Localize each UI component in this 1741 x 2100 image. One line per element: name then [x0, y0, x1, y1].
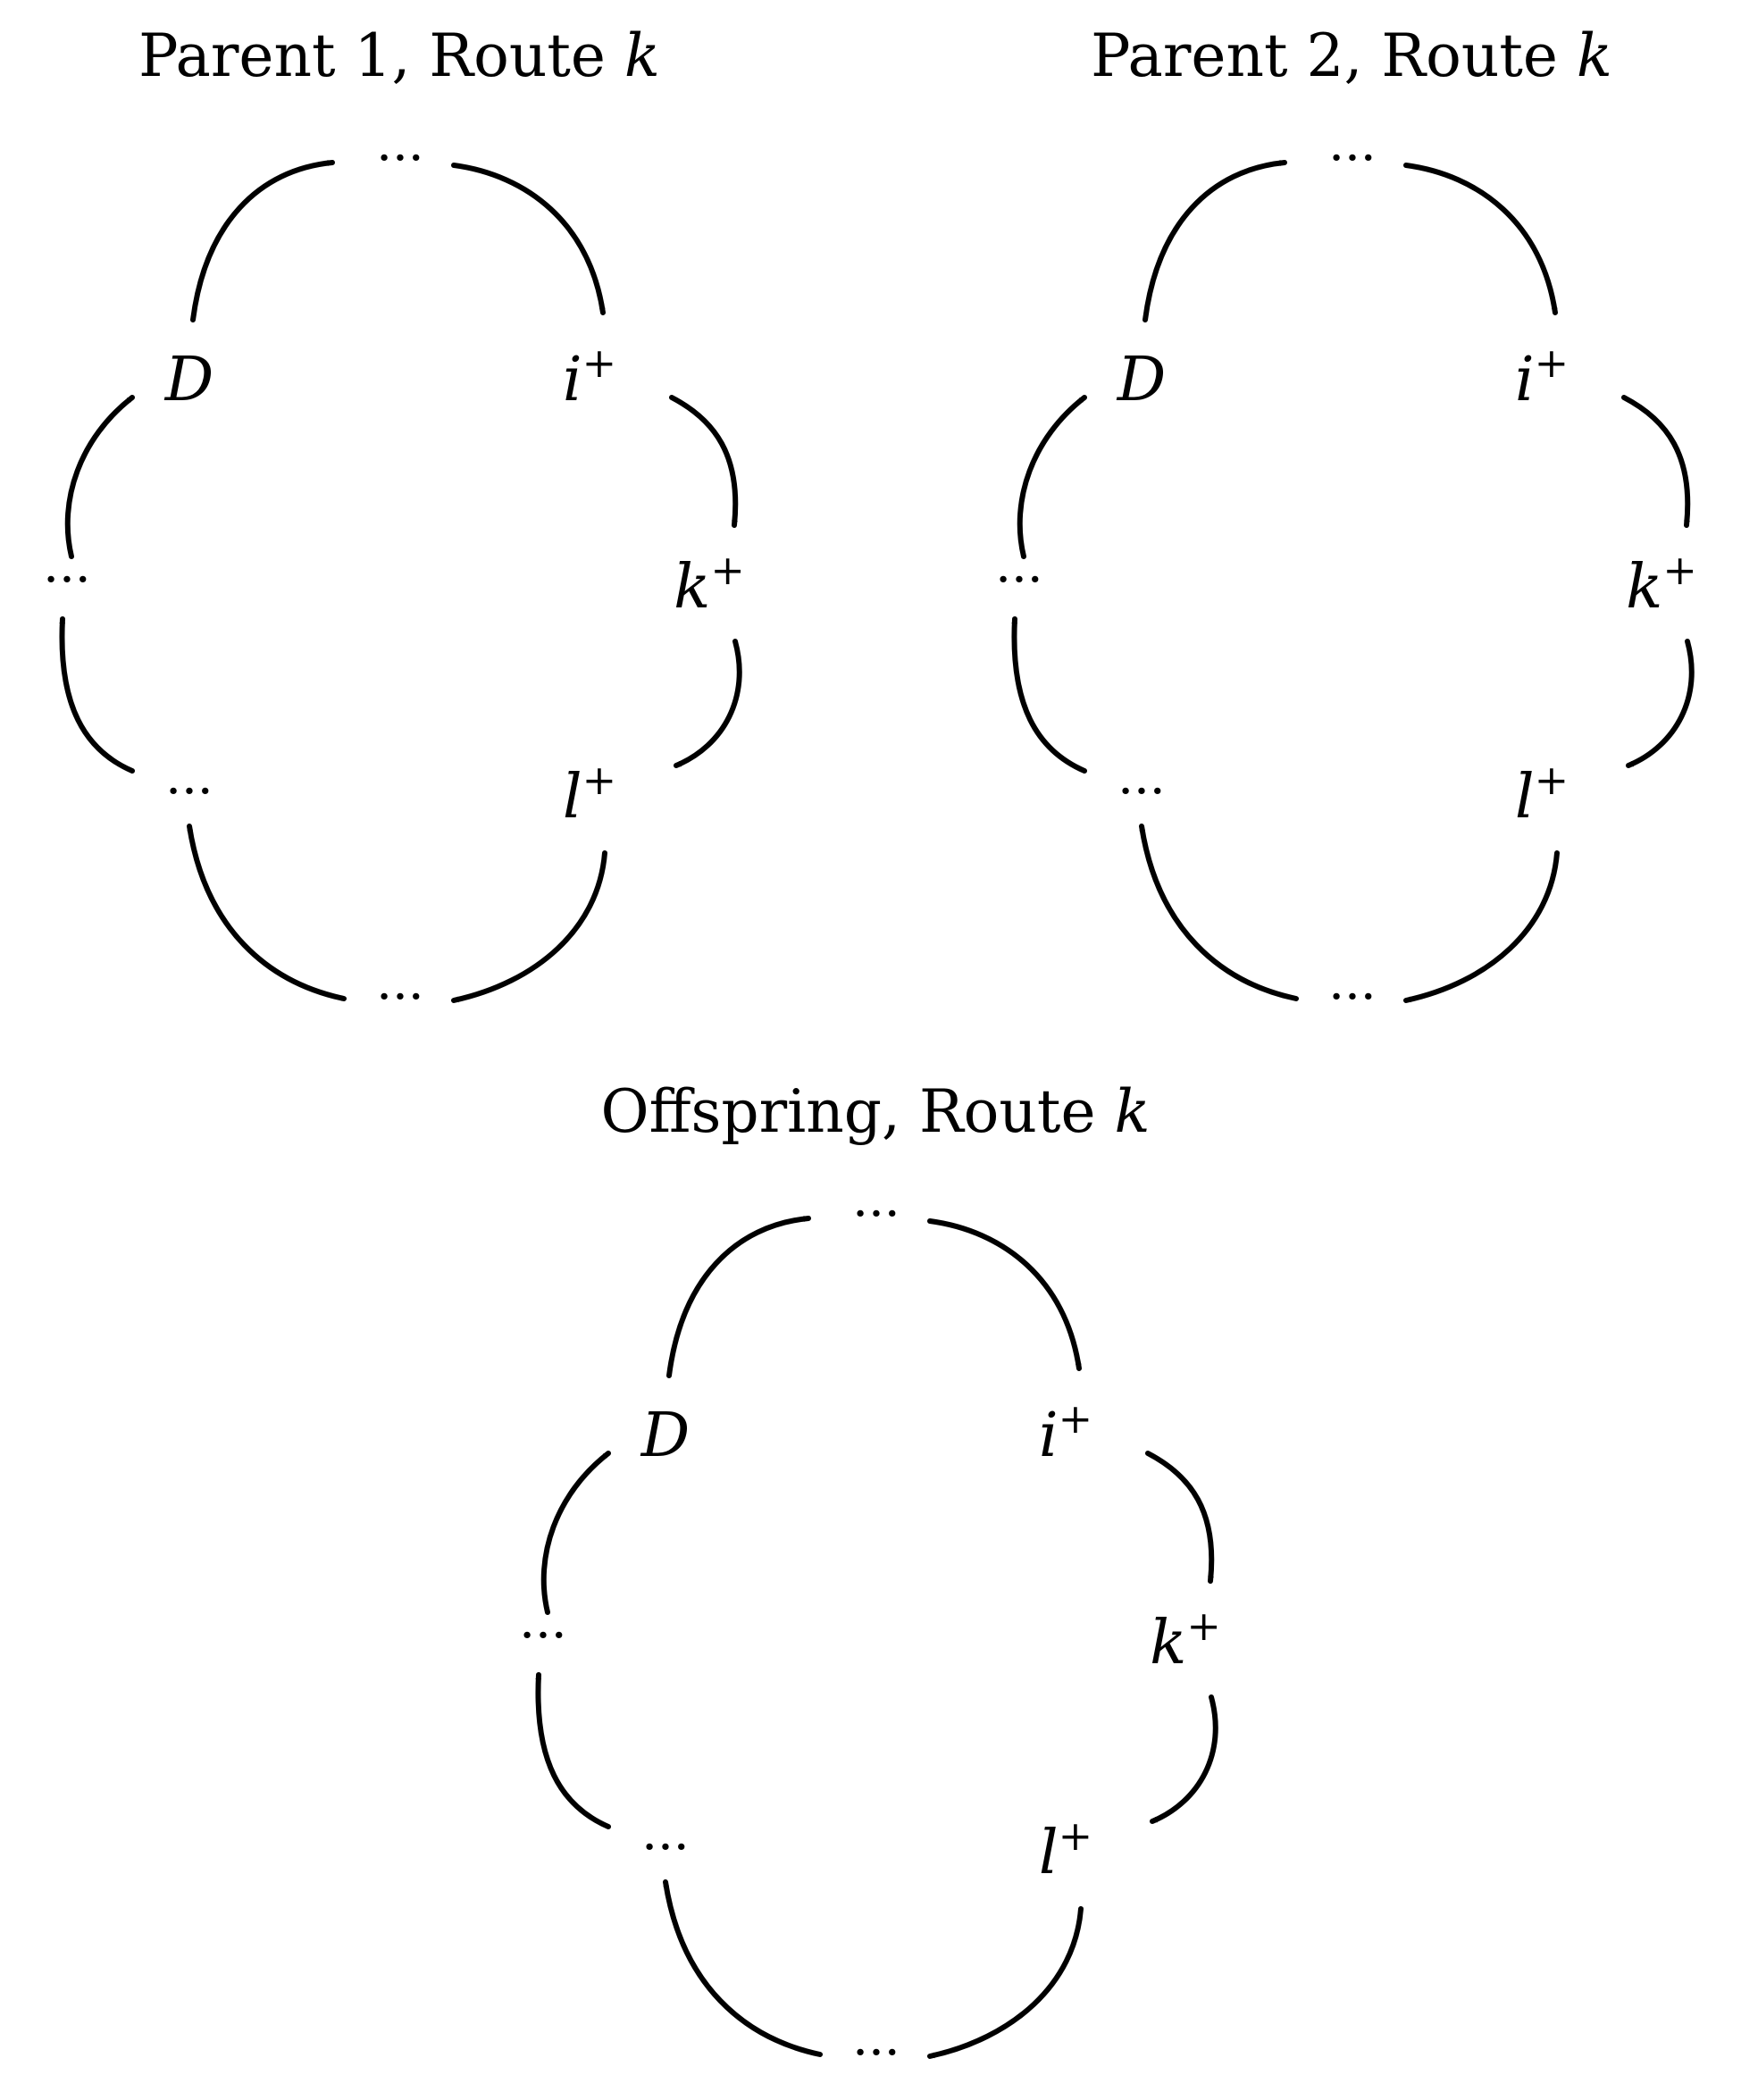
node-top-ellipsis: ··· — [376, 130, 423, 188]
title-variable: k — [624, 21, 660, 90]
title-variable: k — [1115, 1077, 1151, 1146]
node-depot: D — [640, 1401, 691, 1471]
edge-lowerleft-to-left — [535, 1672, 611, 1829]
edge-lowerleft-to-left — [1011, 616, 1087, 774]
node-bottom-ellipsis: ··· — [852, 2024, 900, 2082]
node-lower-left-ellipsis: ··· — [641, 1819, 689, 1877]
edge-left-to-d — [540, 1451, 611, 1615]
edge-d-to-top — [666, 1216, 811, 1378]
edge-bottom-to-lowerleft — [187, 824, 347, 1001]
edge-l-to-bottom — [451, 850, 607, 1003]
edge-i-to-k — [1145, 1451, 1215, 1584]
node-k-plus: k+ — [674, 546, 745, 623]
node-left-ellipsis: ··· — [519, 1607, 566, 1665]
node-i-plus: i+ — [1039, 1394, 1092, 1471]
node-k-plus: k+ — [1626, 546, 1697, 623]
node-depot: D — [1116, 345, 1167, 415]
node-left-ellipsis: ··· — [43, 551, 90, 609]
node-lower-left-ellipsis: ··· — [165, 763, 213, 821]
edge-l-to-bottom — [927, 1906, 1084, 2059]
edge-bottom-to-lowerleft — [1139, 824, 1299, 1001]
title-text: Parent 1, Route — [138, 21, 624, 90]
edge-left-to-d — [64, 395, 135, 559]
node-l-plus: l+ — [1039, 1811, 1092, 1888]
edge-top-to-i — [451, 163, 606, 315]
edge-i-to-k — [1621, 395, 1691, 528]
edge-k-to-l — [1150, 1694, 1218, 1824]
title-text: Offspring, Route — [601, 1077, 1115, 1146]
edge-left-to-d — [1017, 395, 1087, 559]
node-l-plus: l+ — [563, 756, 616, 832]
title-text: Parent 2, Route — [1091, 21, 1577, 90]
edge-top-to-i — [1403, 163, 1558, 315]
edge-k-to-l — [674, 639, 742, 768]
node-i-plus: i+ — [563, 339, 616, 415]
node-top-ellipsis: ··· — [1328, 130, 1376, 188]
edge-k-to-l — [1626, 639, 1695, 768]
panel-title: Offspring, Route k — [601, 1077, 1151, 1146]
node-lower-left-ellipsis: ··· — [1117, 763, 1165, 821]
edge-top-to-i — [927, 1218, 1082, 1371]
panel-title: Parent 1, Route k — [138, 21, 660, 90]
edge-i-to-k — [669, 395, 739, 528]
node-bottom-ellipsis: ··· — [1328, 968, 1376, 1026]
node-left-ellipsis: ··· — [995, 551, 1042, 609]
node-depot: D — [163, 345, 214, 415]
node-k-plus: k+ — [1150, 1602, 1221, 1678]
edge-d-to-top — [190, 160, 335, 322]
edge-bottom-to-lowerleft — [663, 1879, 823, 2057]
edge-d-to-top — [1143, 160, 1287, 322]
panel-title: Parent 2, Route k — [1091, 21, 1612, 90]
node-i-plus: i+ — [1515, 339, 1569, 415]
edge-l-to-bottom — [1403, 850, 1560, 1003]
node-bottom-ellipsis: ··· — [376, 968, 423, 1026]
edge-lowerleft-to-left — [59, 616, 135, 774]
node-top-ellipsis: ··· — [852, 1185, 900, 1243]
title-variable: k — [1577, 21, 1612, 90]
node-l-plus: l+ — [1515, 756, 1569, 832]
